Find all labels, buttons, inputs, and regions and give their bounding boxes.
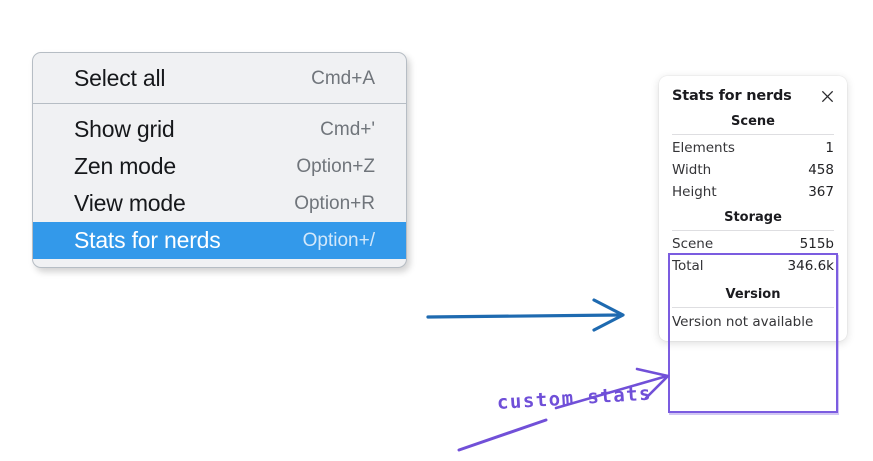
stat-value: 515b bbox=[799, 236, 834, 252]
stat-value: 367 bbox=[808, 184, 834, 200]
menu-item-select-all[interactable]: Select all Cmd+A bbox=[33, 60, 406, 97]
stat-value: 1 bbox=[825, 140, 834, 156]
section-title: Scene bbox=[731, 114, 775, 129]
custom-stats-annotation-label: custom stats bbox=[496, 382, 653, 414]
stat-label: Elements bbox=[672, 140, 735, 156]
menu-item-label: Show grid bbox=[74, 116, 175, 142]
section-rule bbox=[672, 230, 834, 231]
menu-item-stats-for-nerds[interactable]: Stats for nerds Option+/ bbox=[33, 222, 406, 259]
section-rule bbox=[672, 134, 834, 135]
menu-item-accelerator: Cmd+' bbox=[320, 118, 375, 140]
section-title: Storage bbox=[724, 210, 782, 225]
menu-item-accelerator: Cmd+A bbox=[311, 67, 375, 89]
stat-value: 346.6k bbox=[787, 258, 834, 274]
stat-label: Total bbox=[672, 258, 704, 274]
menu-item-accelerator: Option+/ bbox=[302, 229, 375, 251]
version-text: Version not available bbox=[672, 314, 814, 330]
stats-for-nerds-panel: Stats for nerds Scene Elements 1 Width 4… bbox=[659, 76, 847, 341]
close-icon[interactable] bbox=[820, 89, 835, 104]
context-menu[interactable]: Select all Cmd+A Show grid Cmd+' Zen mod… bbox=[32, 52, 407, 268]
section-title: Version bbox=[725, 287, 781, 302]
menu-item-label: View mode bbox=[74, 190, 186, 216]
menu-group-1: Select all Cmd+A bbox=[33, 53, 406, 103]
menu-item-label: Stats for nerds bbox=[74, 227, 221, 253]
section-scene: Scene Elements 1 Width 458 Height 367 bbox=[659, 110, 847, 203]
stat-label: Width bbox=[672, 162, 712, 178]
menu-item-show-grid[interactable]: Show grid Cmd+' bbox=[33, 111, 406, 148]
section-storage: Storage Scene 515b Total 346.6k bbox=[659, 203, 847, 277]
blue-arrow bbox=[426, 298, 625, 332]
menu-item-label: Zen mode bbox=[74, 153, 176, 179]
menu-item-zen-mode[interactable]: Zen mode Option+Z bbox=[33, 148, 406, 185]
purple-underline-stroke bbox=[457, 418, 548, 452]
table-row: Width 458 bbox=[672, 159, 834, 181]
table-row: Total 346.6k bbox=[672, 255, 834, 277]
menu-item-view-mode[interactable]: View mode Option+R bbox=[33, 185, 406, 222]
menu-group-2: Show grid Cmd+' Zen mode Option+Z View m… bbox=[33, 104, 406, 267]
stat-label: Height bbox=[672, 184, 717, 200]
panel-header: Stats for nerds bbox=[659, 76, 847, 110]
stat-label: Scene bbox=[672, 236, 714, 252]
menu-item-accelerator: Option+R bbox=[294, 192, 375, 214]
table-row: Scene 515b bbox=[672, 233, 834, 255]
table-row: Height 367 bbox=[672, 181, 834, 203]
stat-value: 458 bbox=[808, 162, 834, 178]
menu-separator bbox=[33, 103, 406, 104]
section-rule bbox=[672, 307, 834, 308]
table-row: Elements 1 bbox=[672, 137, 834, 159]
panel-title: Stats for nerds bbox=[672, 88, 792, 104]
menu-item-accelerator: Option+Z bbox=[296, 155, 375, 177]
section-version: Version Version not available bbox=[659, 277, 847, 332]
menu-item-label: Select all bbox=[74, 65, 166, 91]
